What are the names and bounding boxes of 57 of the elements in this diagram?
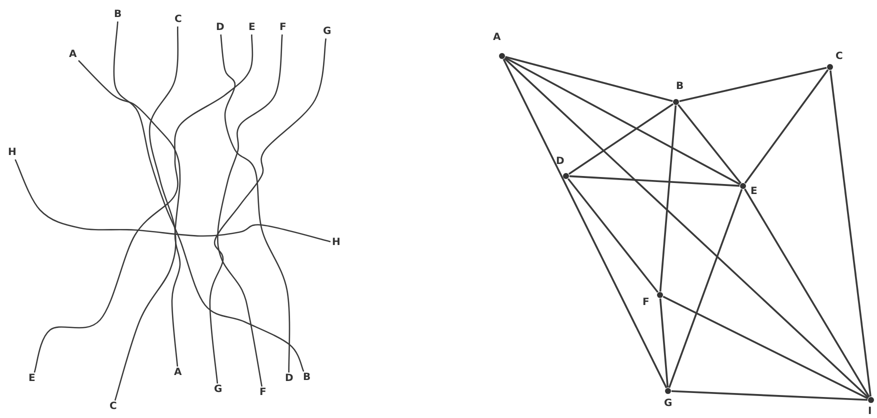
string-line [78,60,181,367]
graph-vertex-dot [657,292,663,298]
string-end-label: D [285,374,294,384]
string-end-label: G [214,385,222,395]
string-end-label: A [174,368,182,378]
graph-vertex-dot [673,99,679,105]
graph-edge [668,188,743,388]
string-end-label: H [332,238,340,248]
string-end-label: B [114,10,122,20]
vertex-label: F [642,298,650,308]
graph-edge [504,56,740,186]
string-end-label: F [260,388,266,398]
graph-edge [659,298,669,388]
string-line [220,34,290,372]
vertex-label: G [664,399,672,409]
graph-edge [567,178,659,293]
vertex-label: I [868,407,872,417]
graph-edge [662,296,868,400]
graph-edge [671,390,868,401]
graph-edge [569,175,740,187]
string-end-label: G [323,27,332,37]
vertex-label: E [750,187,758,197]
string-line [14,159,331,242]
graph-edge [568,103,674,175]
graph-edge [830,70,872,397]
string-end-label: F [280,23,286,33]
graph-edge [504,58,870,398]
vertex-label: A [493,33,501,43]
graph-edge [505,56,673,102]
string-end-label: B [303,373,311,383]
graph-edge [502,58,668,388]
string-end-label: E [248,23,256,33]
graph-vertex-dot [868,397,874,403]
graph-edge [679,66,827,102]
graph-edge [744,69,829,184]
string-line [217,34,283,387]
string-line [209,38,327,384]
graph-vertex-dot [665,388,671,394]
string-end-label: H [8,148,16,158]
string-end-label: E [28,374,36,384]
string-line [113,21,304,372]
graph-vertex-dot [740,183,746,189]
string-line [34,34,254,373]
graph-edge [677,104,742,184]
graph-vertex-dot [827,64,833,70]
vertex-label: D [556,157,564,167]
string-line [114,26,179,401]
string-end-label: C [110,402,117,412]
string-end-label: C [174,15,182,25]
graph-vertex-dot [563,173,569,179]
graph-edge [659,105,677,292]
string-end-label: D [216,23,224,33]
vertex-label: B [676,82,684,92]
graph-edge [744,188,870,398]
string-end-label: A [69,50,77,60]
vertex-label: C [836,52,843,62]
graph-vertex-dot [499,53,505,59]
